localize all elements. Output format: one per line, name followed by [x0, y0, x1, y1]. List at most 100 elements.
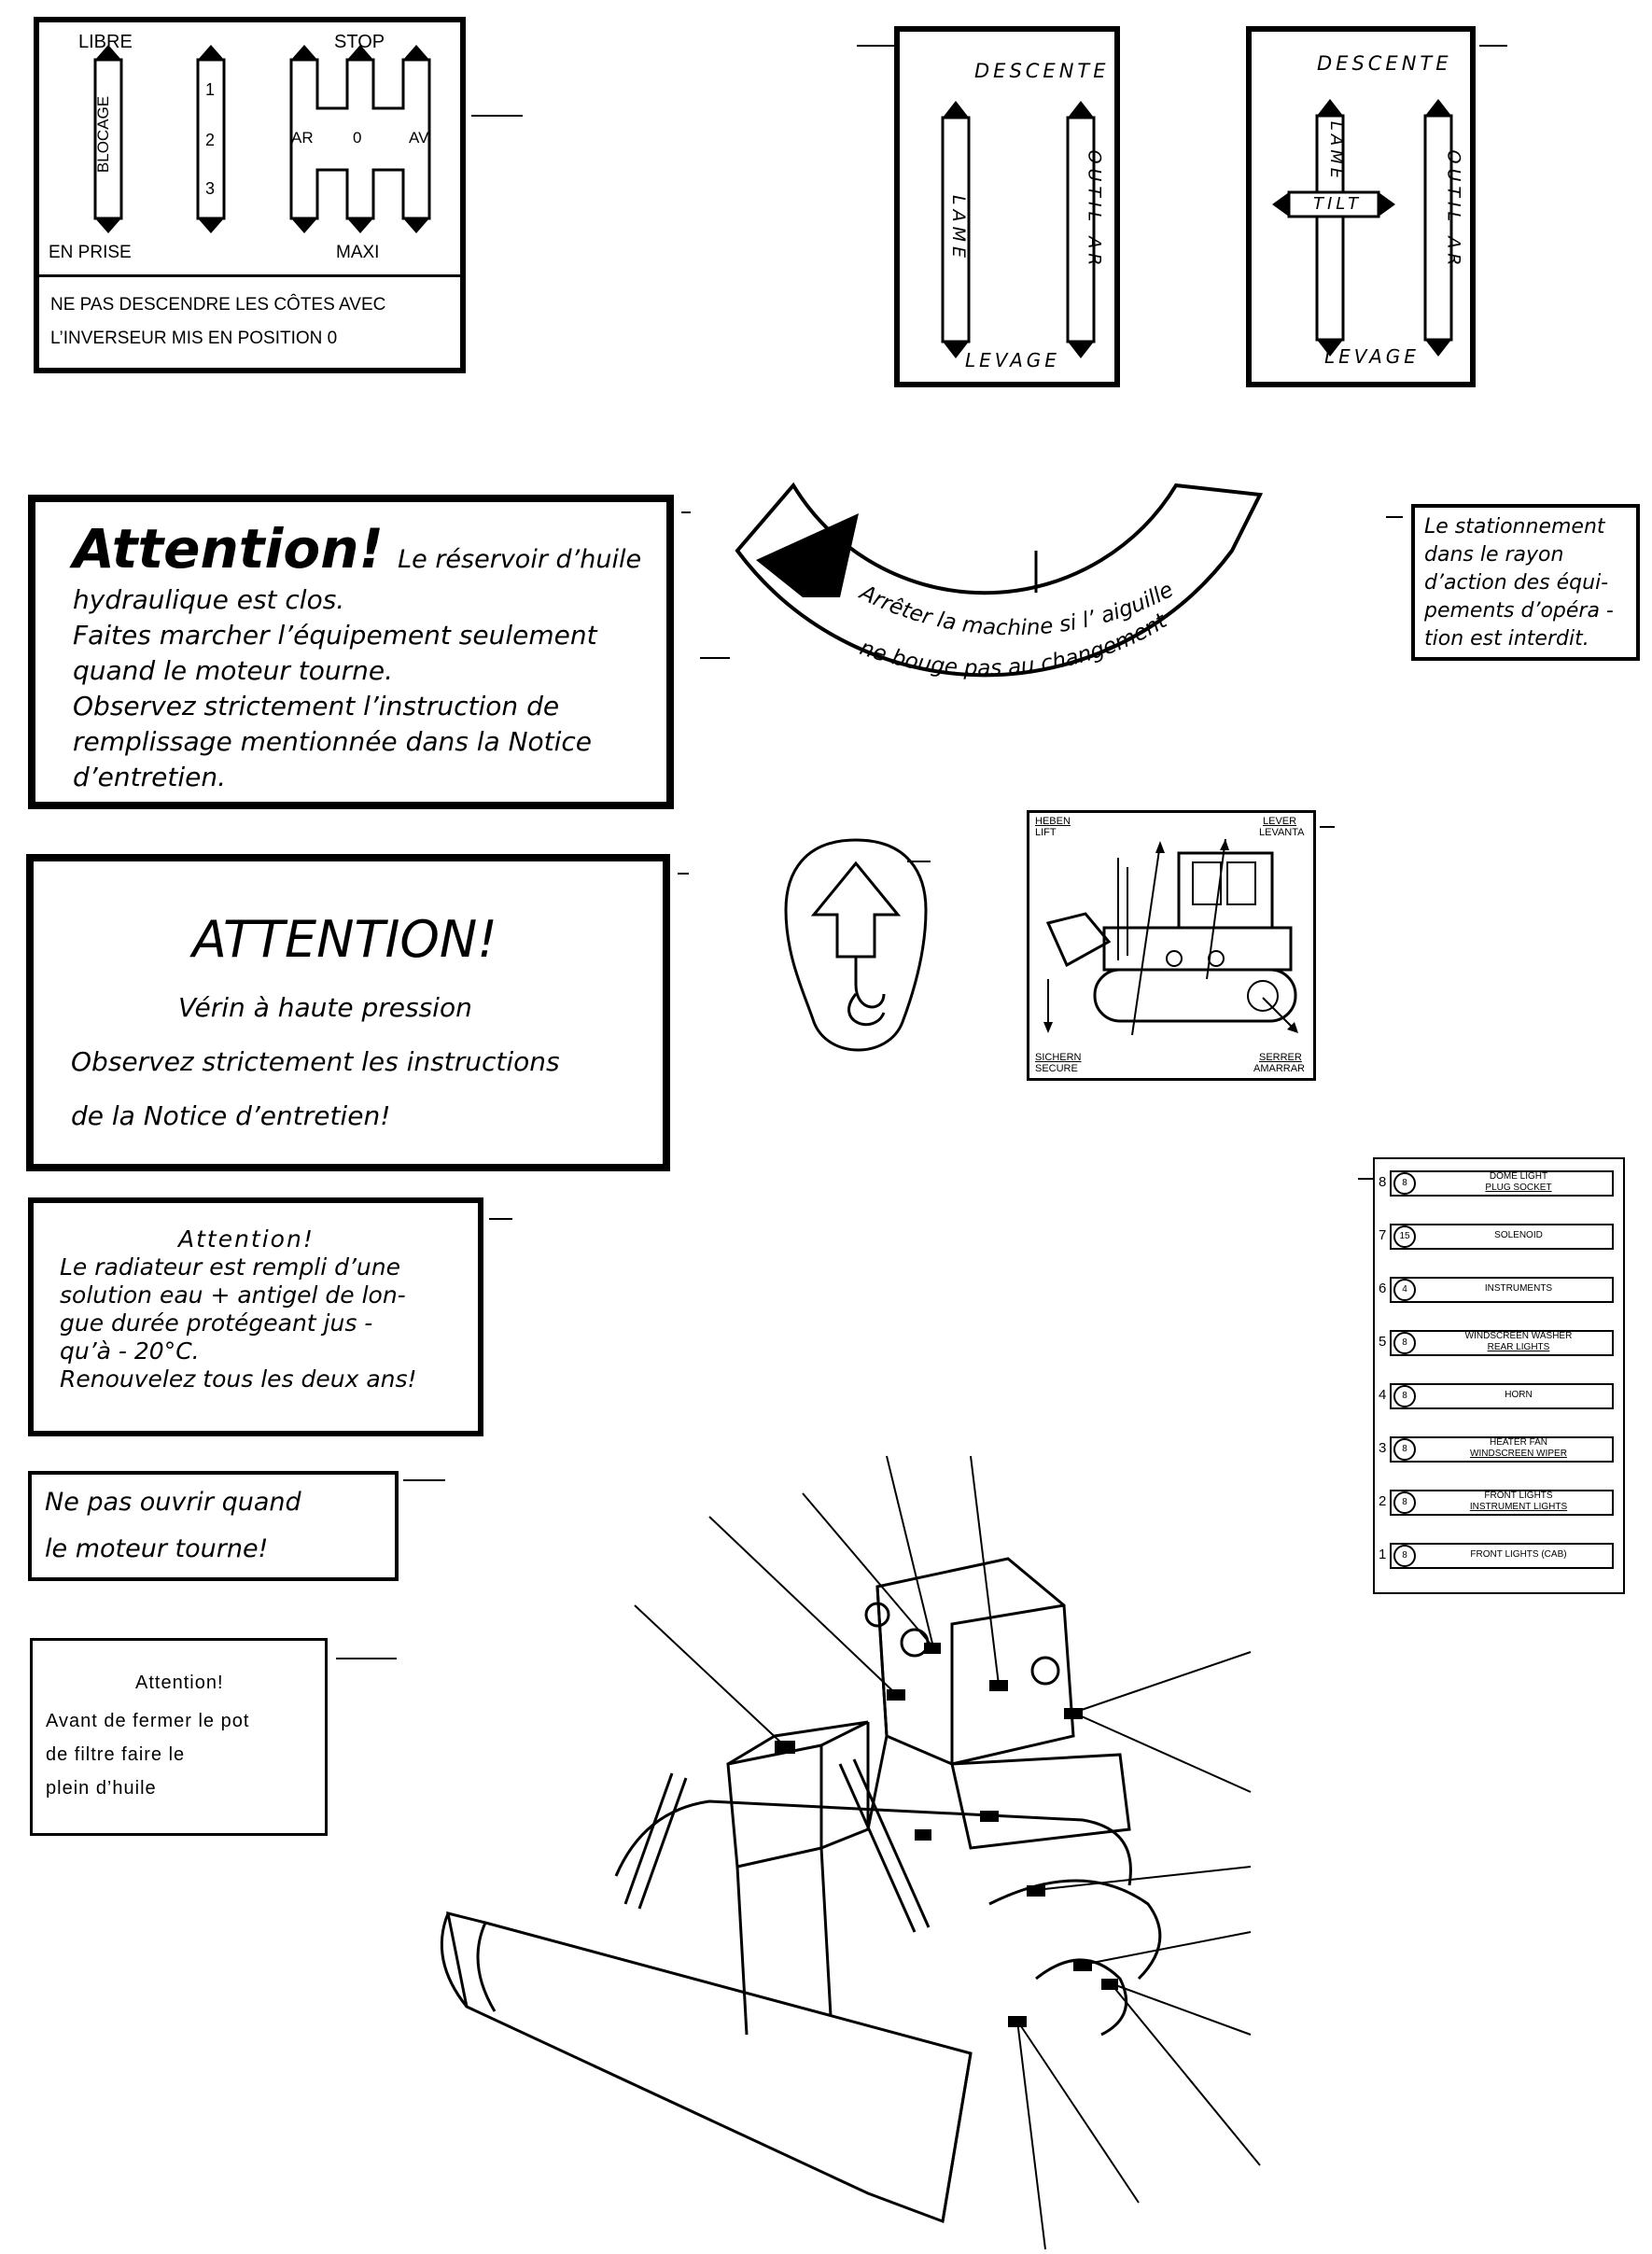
do-not-open-warning: Ne pas ouvrir quand le moteur tourne!	[28, 1471, 399, 1581]
fuse-rating-icon: 4	[1393, 1279, 1416, 1301]
parking-line: pements d’opéra -	[1424, 599, 1614, 623]
fuse-row-number: 3	[1379, 1440, 1387, 1456]
open-line: le moteur tourne!	[45, 1534, 269, 1563]
leader-line	[336, 1658, 397, 1659]
fuse-row-label: WINDSCREEN WASHER	[1464, 1331, 1573, 1341]
radiator-title: Attention!	[178, 1225, 315, 1253]
gear-blocage-text: BLOCAGE	[94, 95, 113, 174]
filter-line: Avant de fermer le pot	[46, 1711, 250, 1731]
fuse-row-label: HEATER FAN	[1489, 1437, 1548, 1448]
hydraulic-line: hydraulique est clos.	[73, 584, 345, 615]
tilt-text: TILT	[1313, 194, 1363, 214]
leader-line	[403, 1479, 445, 1481]
cylinder-line: de la Notice d’entretien!	[71, 1100, 391, 1131]
fuse-row-label: SOLENOID	[1494, 1230, 1543, 1240]
sichern-text: SICHERN	[1035, 1052, 1082, 1063]
gear-selector-label: LIBRE STOP BLOCAGE 1 2 3 AR 0 AV EN PRIS…	[34, 17, 466, 373]
leader-line	[678, 873, 689, 875]
leader-line	[1320, 826, 1335, 828]
gear-en-prise-text: EN PRISE	[49, 243, 132, 262]
levanta-text: LEVANTA	[1259, 827, 1305, 838]
fuse-row	[1390, 1490, 1614, 1516]
fuse-row-number: 4	[1379, 1387, 1387, 1403]
lifting-hook-icon	[784, 838, 931, 1052]
amarrar-text: AMARRAR	[1253, 1063, 1306, 1074]
leader-line	[681, 511, 691, 513]
serrer-text: SERRER	[1259, 1052, 1302, 1063]
fuse-row	[1390, 1383, 1614, 1409]
gear-av-text: AV	[409, 129, 429, 147]
radiator-line: qu’à - 20°C.	[60, 1337, 200, 1365]
gear-note-line1: NE PAS DESCENDRE LES CÔTES AVEC	[50, 295, 386, 315]
fuse-row-label: FRONT LIGHTS	[1484, 1491, 1553, 1501]
gauge-arc-text: Arrêter la machine si l’ aiguille ne bou…	[854, 578, 1177, 681]
gear-2-text: 2	[205, 131, 216, 149]
levage-text: LEVAGE	[965, 349, 1060, 371]
fuse-row-number: 5	[1379, 1334, 1387, 1350]
hydraulic-line: Faites marcher l’équipement seulement	[73, 620, 597, 651]
filter-title: Attention!	[135, 1673, 224, 1693]
fuse-row-number: 6	[1379, 1281, 1387, 1296]
fuse-rating-icon: 8	[1393, 1332, 1416, 1354]
radiator-line: Renouvelez tous les deux ans!	[60, 1365, 417, 1393]
fuse-row-label: HORN	[1505, 1390, 1533, 1400]
gear-3-text: 3	[205, 179, 216, 198]
fuse-row-label: REAR LIGHTS	[1487, 1342, 1550, 1352]
leader-line	[489, 1218, 512, 1220]
filter-line: plein d’huile	[46, 1778, 157, 1799]
cylinder-line: Observez strictement les instructions	[71, 1046, 560, 1077]
filter-warning: Attention! Avant de fermer le pot de fil…	[30, 1638, 328, 1836]
hydraulic-line: quand le moteur tourne.	[73, 655, 394, 686]
fuse-row-label: DOME LIGHT	[1489, 1171, 1548, 1182]
fuse-row	[1390, 1543, 1614, 1569]
levage-text: LEVAGE	[1324, 345, 1420, 368]
radiator-warning: Attention! Le radiateur est rempli d’une…	[28, 1197, 483, 1436]
radiator-line: gue durée protégeant jus -	[60, 1309, 373, 1337]
fuse-row	[1390, 1277, 1614, 1303]
outil-ar-text: OUTIL AR	[1084, 149, 1105, 271]
open-line: Ne pas ouvrir quand	[45, 1488, 301, 1517]
gear-stop-text: STOP	[334, 32, 385, 52]
radiator-line: solution eau + antigel de lon-	[60, 1281, 406, 1309]
fuse-rating-icon: 8	[1393, 1385, 1416, 1407]
lame-text: LAME	[947, 195, 969, 262]
lame-text: LAME	[1326, 120, 1347, 183]
secure-text: SECURE	[1035, 1063, 1078, 1074]
descente-text: DESCENTE	[974, 60, 1110, 82]
fuse-rating-icon: 15	[1393, 1225, 1416, 1248]
gear-zero-text: 0	[353, 129, 362, 147]
fuse-rating-icon: 8	[1393, 1438, 1416, 1461]
parking-warning: Le stationnement dans le rayon d’action …	[1411, 504, 1640, 661]
radiator-line: Le radiateur est rempli d’une	[60, 1253, 401, 1281]
fuse-row-label: INSTRUMENTS	[1484, 1283, 1553, 1294]
hydraulic-line: remplissage mentionnée dans la Notice	[73, 726, 593, 757]
fuse-row-number: 8	[1379, 1174, 1387, 1190]
fuse-row-label: INSTRUMENT LIGHTS	[1469, 1502, 1568, 1512]
parking-line: tion est interdit.	[1424, 627, 1589, 651]
fuse-row	[1390, 1170, 1614, 1197]
gear-note-line2: L’INVERSEUR MIS EN POSITION 0	[50, 329, 338, 348]
cylinder-line: Vérin à haute pression	[178, 992, 472, 1023]
lever-slots-tilt	[1272, 99, 1453, 357]
leader-line	[471, 115, 523, 117]
gear-libre-text: LIBRE	[78, 32, 133, 52]
fuse-row-label: PLUG SOCKET	[1485, 1183, 1552, 1193]
filter-line: de filtre faire le	[46, 1744, 186, 1765]
parking-line: Le stationnement	[1424, 515, 1605, 539]
crawler-tractor-icon	[1043, 838, 1298, 1036]
fuse-rating-icon: 8	[1393, 1172, 1416, 1195]
hydraulic-title: Attention!	[73, 517, 384, 581]
outil-ar-text: OUTIL AR	[1443, 149, 1464, 271]
fuse-rating-icon: 8	[1393, 1491, 1416, 1514]
fuse-row-number: 1	[1379, 1547, 1387, 1562]
fuse-row-number: 7	[1379, 1227, 1387, 1243]
cylinder-pressure-warning: ATTENTION! Vérin à haute pression Observ…	[26, 854, 670, 1171]
fuse-row	[1390, 1224, 1614, 1250]
heben-text: HEBEN	[1035, 816, 1071, 827]
leader-line	[857, 45, 899, 47]
gauge-arc-label	[700, 482, 1264, 678]
descente-text: DESCENTE	[1317, 52, 1452, 75]
leader-line	[1479, 45, 1507, 47]
fuse-row-number: 2	[1379, 1493, 1387, 1509]
